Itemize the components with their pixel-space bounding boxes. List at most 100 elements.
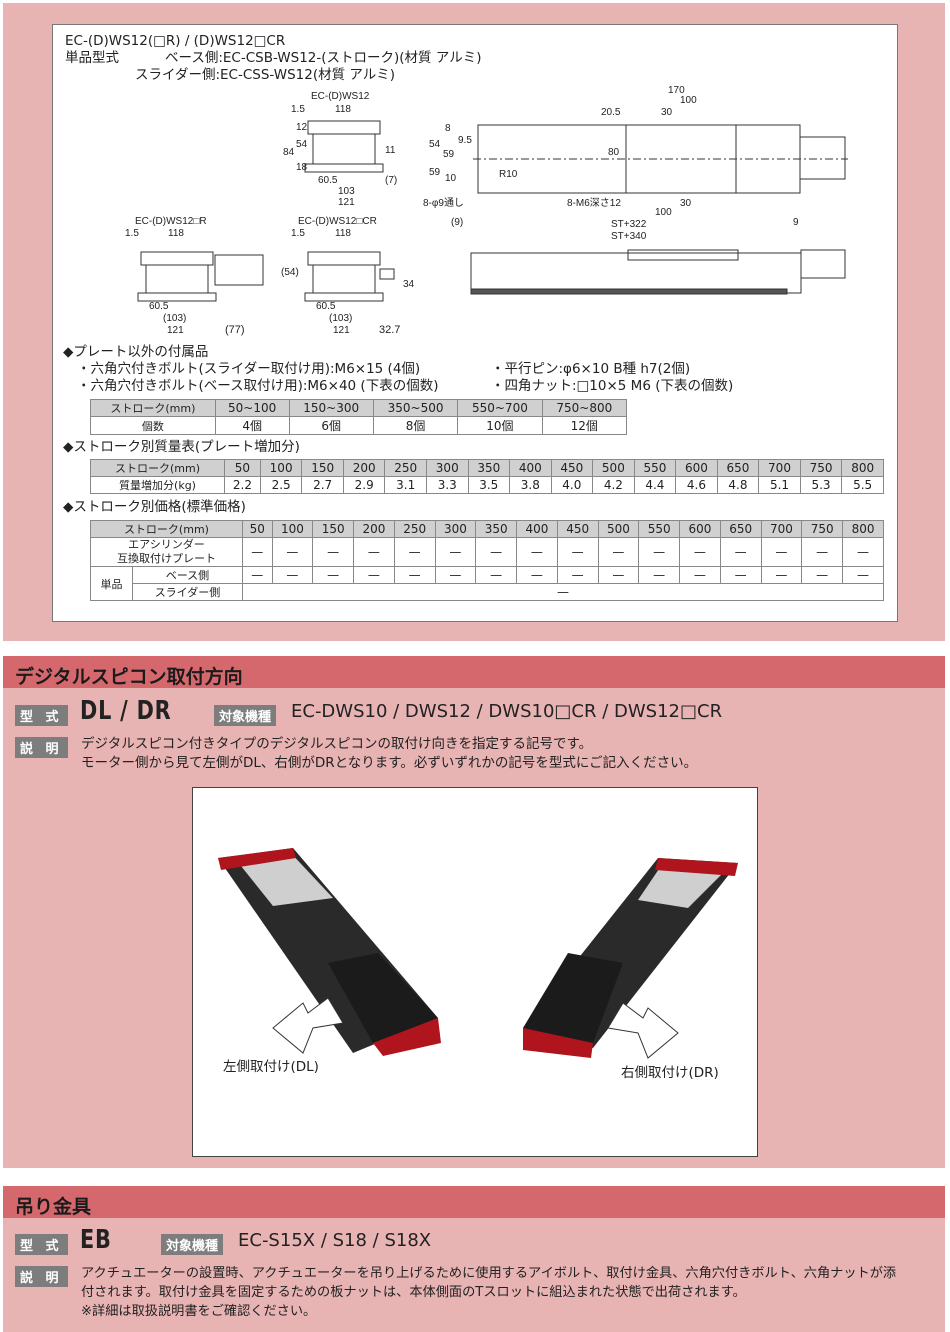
dim-label: 11 bbox=[385, 145, 396, 156]
dim-label: 20.5 bbox=[601, 107, 621, 118]
table-cell: 200 bbox=[353, 520, 395, 538]
table-cell: 350 bbox=[475, 520, 518, 538]
dim-label: (103) bbox=[329, 313, 352, 324]
table-cell: 4.6 bbox=[675, 476, 718, 494]
price-row-label: エアシリンダー互換取付けプレート bbox=[90, 537, 243, 567]
table-cell: 3.3 bbox=[425, 476, 469, 494]
dim-label: 1.5 bbox=[125, 228, 139, 239]
dim-label: 170 bbox=[668, 85, 685, 96]
dim-label: 10 bbox=[445, 173, 457, 184]
accessory-item: ・六角穴付きボルト(ベース取付け用):M6×40 (下表の個数) bbox=[77, 378, 439, 394]
actuator-dr bbox=[523, 858, 738, 1059]
table-cell: 300 bbox=[425, 459, 469, 477]
table-cell: 4.0 bbox=[550, 476, 594, 494]
table-cell: 50 bbox=[241, 520, 273, 538]
table-cell: — bbox=[516, 537, 558, 567]
dim-label-77: (77) bbox=[225, 324, 245, 336]
table-cell: — bbox=[638, 566, 681, 584]
slider-part-line: スライダー側:EC-CSS-WS12(材質 アルミ) bbox=[135, 67, 396, 83]
table-cell: 500 bbox=[597, 520, 640, 538]
target-models: EC-DWS10 / DWS12 / DWS10□CR / DWS12□CR bbox=[291, 701, 723, 722]
section-header-eb: 吊り金具 bbox=[3, 1186, 945, 1218]
table-cell: — bbox=[760, 566, 803, 584]
dim-label: 121 bbox=[333, 325, 350, 336]
table-cell: 200 bbox=[342, 459, 386, 477]
dim-label: 59 bbox=[443, 149, 455, 160]
table-cell: 100 bbox=[271, 520, 314, 538]
table-cell: 150 bbox=[301, 459, 344, 477]
table-cell: 350 bbox=[467, 459, 511, 477]
table-cell: 4.8 bbox=[716, 476, 760, 494]
table-cell: — bbox=[597, 537, 640, 567]
table-cell: — bbox=[638, 537, 681, 567]
table-cell: 2.5 bbox=[259, 476, 303, 494]
dim-label: 18 bbox=[296, 162, 308, 173]
dim-label: 60.5 bbox=[316, 301, 336, 312]
table-cell: — bbox=[842, 566, 884, 584]
mass-heading: ◆ストローク別質量表(プレート増加分) bbox=[63, 439, 300, 455]
description: デジタルスピコン付きタイプのデジタルスピコンの取付け向きを指定する記号です。モー… bbox=[81, 735, 697, 773]
section-dspc: 型 式 DL / DR 対象機種 EC-DWS10 / DWS12 / DWS1… bbox=[3, 688, 945, 1168]
arrow-icon bbox=[607, 1002, 679, 1059]
mounting-photo: 左側取付け(DL) 右側取付け(DR) bbox=[192, 787, 758, 1157]
dim-label: 1.5 bbox=[291, 228, 305, 239]
dim-label: 100 bbox=[680, 95, 697, 106]
desc-tag: 説 明 bbox=[15, 737, 68, 758]
table-cell: 4.2 bbox=[592, 476, 635, 494]
table-cell: 8個 bbox=[372, 416, 459, 435]
dim-label: 84 bbox=[283, 147, 295, 158]
target-models: EC-S15X / S18 / S18X bbox=[238, 1230, 432, 1251]
dim-label: (103) bbox=[163, 313, 186, 324]
description-line: ※詳細は取扱説明書をご確認ください。 bbox=[81, 1304, 317, 1319]
target-tag: 対象機種 bbox=[214, 705, 277, 726]
table-cell: — bbox=[312, 537, 355, 567]
table-cell: 50 bbox=[224, 459, 261, 477]
table-cell: 6個 bbox=[288, 416, 374, 435]
left-mount-label: 左側取付け(DL) bbox=[223, 1059, 319, 1075]
base-part-line: ベース側:EC-CSB-WS12-(ストローク)(材質 アルミ) bbox=[165, 50, 482, 66]
dim-label: ST+322 bbox=[611, 219, 647, 230]
table-cell: — bbox=[801, 566, 844, 584]
table-cell: 600 bbox=[675, 459, 718, 477]
table-cell: — bbox=[241, 537, 273, 567]
table-cell: 100 bbox=[259, 459, 303, 477]
type-code: EB bbox=[80, 1225, 112, 1255]
table-cell: — bbox=[393, 566, 436, 584]
dim-label: 1.5 bbox=[291, 104, 305, 115]
table-cell: — bbox=[312, 566, 355, 584]
cr-view-title: EC-(D)WS12□CR bbox=[298, 216, 377, 227]
table-cell: — bbox=[556, 537, 599, 567]
table-cell: 750~800 bbox=[541, 399, 628, 417]
unit-label-cell: 単品 bbox=[89, 566, 134, 601]
dim-label: 121 bbox=[167, 325, 184, 336]
row-label-line: 互換取付けプレート bbox=[116, 552, 216, 565]
table-cell: 550~700 bbox=[457, 399, 543, 417]
table-cell: 4個 bbox=[214, 416, 290, 435]
front-view-title: EC-(D)WS12 bbox=[311, 91, 370, 102]
table-cell: ストローク(mm) bbox=[90, 520, 243, 538]
dim-label: 8 bbox=[445, 123, 451, 134]
table-cell: 450 bbox=[550, 459, 594, 477]
description-line: モーター側から見て左側がDL、右側がDRとなります。必ずいずれかの記号を型式にご… bbox=[81, 755, 698, 771]
table-cell: 250 bbox=[384, 459, 427, 477]
section-header-dspc: デジタルスピコン取付方向 bbox=[3, 656, 945, 688]
table-cell: — bbox=[353, 537, 395, 567]
table-cell: 600 bbox=[679, 520, 721, 538]
type-code: DL / DR bbox=[80, 696, 172, 726]
table-cell: 750 bbox=[801, 520, 844, 538]
table-cell: 2.7 bbox=[301, 476, 344, 494]
table-cell: — bbox=[434, 537, 477, 567]
table-cell: 3.8 bbox=[509, 476, 552, 494]
dim-label: R10 bbox=[499, 169, 518, 180]
table-cell: 650 bbox=[716, 459, 760, 477]
table-cell: — bbox=[679, 537, 721, 567]
base-label-cell: ベース側 bbox=[132, 566, 243, 584]
dim-label: (7) bbox=[385, 175, 397, 186]
table-cell: — bbox=[842, 537, 884, 567]
table-cell: 150 bbox=[312, 520, 355, 538]
table-cell: 800 bbox=[842, 520, 884, 538]
r-view-title: EC-(D)WS12□R bbox=[135, 216, 207, 227]
target-tag: 対象機種 bbox=[161, 1234, 224, 1255]
